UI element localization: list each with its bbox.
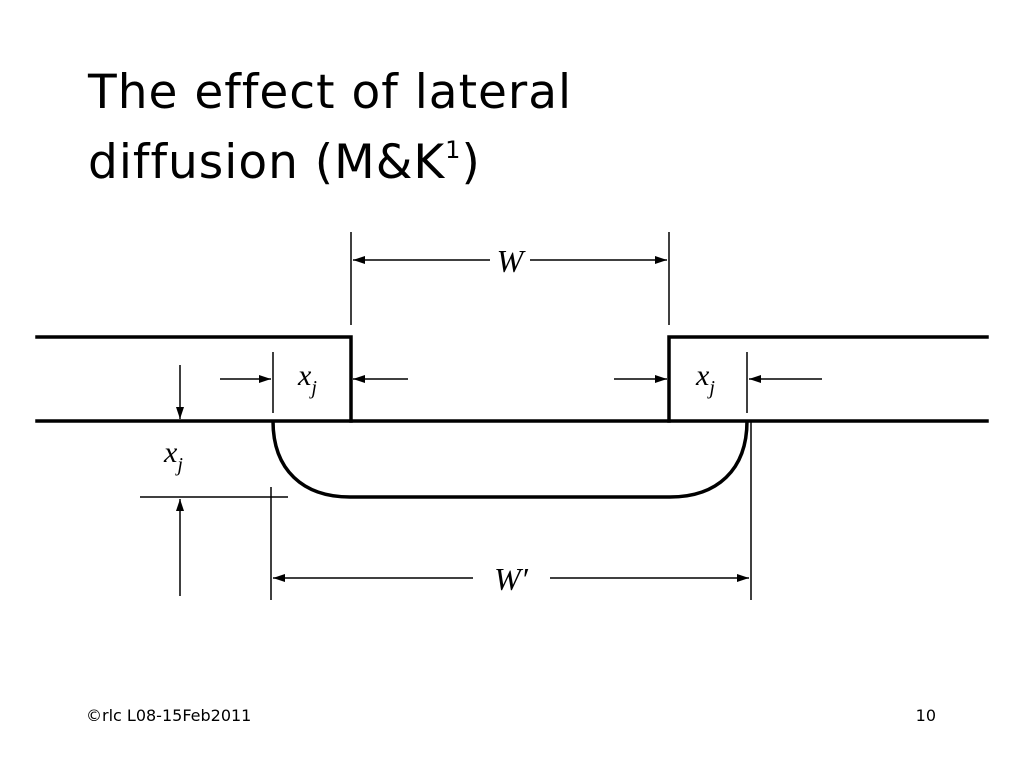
footer-copyright: ©rlc L08-15Feb2011 — [86, 706, 252, 725]
label-xj-vertical-sub: j — [174, 454, 183, 476]
label-xj-right: xj — [695, 359, 715, 399]
dimension-arrows — [176, 256, 822, 596]
label-xj-vertical: xj — [163, 436, 183, 476]
oxide-right-top — [667, 335, 989, 423]
label-w-prime: W′ — [494, 561, 529, 597]
label-xj-vertical-base: x — [163, 436, 178, 469]
title-superscript: 1 — [445, 136, 462, 164]
slide-title: The effect of lateral diffusion (M&K1) — [88, 58, 788, 198]
title-end: ) — [461, 135, 481, 190]
junction-profile — [271, 420, 749, 499]
label-xj-right-base: x — [695, 359, 710, 392]
extension-lines — [140, 232, 752, 600]
label-xj-right-sub: j — [706, 377, 715, 399]
label-w: W — [497, 243, 527, 279]
page-number: 10 — [915, 706, 936, 725]
label-xj-left-sub: j — [308, 377, 317, 399]
oxide-mask — [35, 335, 989, 423]
label-xj-left-base: x — [297, 359, 312, 392]
oxide-left-top — [35, 335, 353, 423]
title-text: The effect of lateral diffusion (M&K — [88, 65, 573, 190]
label-xj-left: xj — [297, 359, 317, 399]
